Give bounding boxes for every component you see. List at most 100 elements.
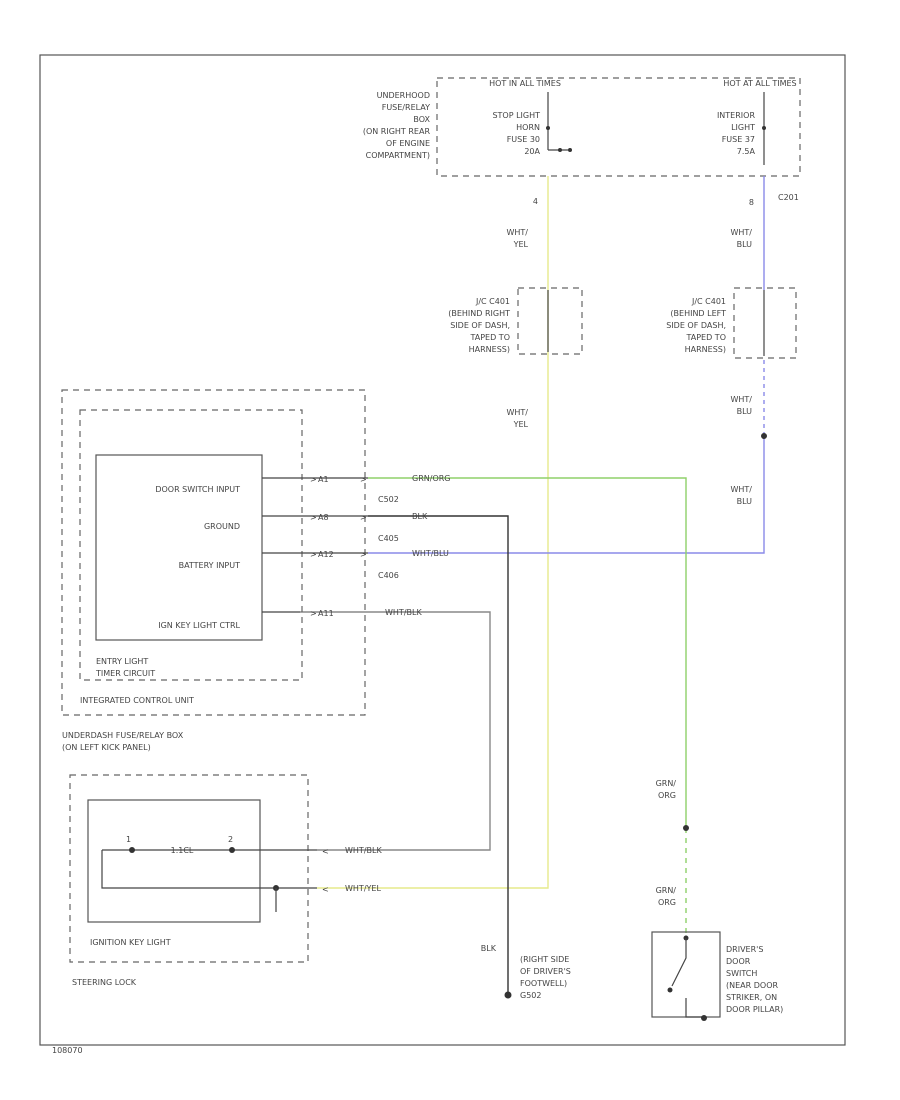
- door-switch-ground-lead: [685, 998, 706, 1018]
- pin-8: 8: [749, 198, 754, 207]
- fuse-right-line-1: INTERIOR: [717, 111, 756, 120]
- ground-label-4: G502: [520, 991, 541, 1000]
- pin-c406-mark: >: [360, 550, 367, 559]
- door-switch-ground: [701, 1015, 707, 1021]
- drivers-door-switch: DRIVER'S DOOR SWITCH (NEAR DOOR STRIKER,…: [651, 931, 783, 1021]
- jc-left-line-2: (BEHIND LEFT: [670, 309, 726, 318]
- wire-label-wht-yel-1b: YEL: [513, 240, 529, 249]
- integrated-control-unit: DOOR SWITCH INPUT GROUND BATTERY INPUT I…: [61, 389, 451, 752]
- connector-c502: C502: [378, 495, 399, 504]
- pin-a11-mark: >: [310, 609, 317, 618]
- footer-code: 108070: [52, 1046, 83, 1055]
- splice-grn-org: [683, 825, 689, 831]
- connector-c201: C201: [778, 193, 799, 202]
- pin-a12: A12: [318, 550, 334, 559]
- wire-label-wht-yel-2b: YEL: [513, 420, 529, 429]
- ground-label-3: FOOTWELL): [520, 979, 567, 988]
- wire-label-grn-org-1b: ORG: [658, 791, 676, 800]
- jc-right-side: J/C C401 (BEHIND RIGHT SIDE OF DASH, TAP…: [448, 287, 583, 355]
- door-switch-label-4: (NEAR DOOR: [726, 981, 778, 990]
- icu-unit-label: INTEGRATED CONTROL UNIT: [80, 696, 194, 705]
- underhood-fuse-box-border: [436, 77, 801, 177]
- wire-label-wht-blu-3b: BLU: [737, 497, 753, 506]
- wire-wht-blk: [300, 611, 491, 851]
- ignition-key-light-label: IGNITION KEY LIGHT: [90, 938, 171, 947]
- jc-right-line-1: J/C C401: [475, 297, 510, 306]
- fuse-box-label-6: COMPARTMENT): [366, 151, 430, 160]
- wire-label-wht-blu-2b: BLU: [737, 407, 753, 416]
- fuse-30-node-3: [568, 148, 572, 152]
- jc-left-line-5: HARNESS): [685, 345, 726, 354]
- pin-a1: A1: [318, 475, 329, 484]
- underdash-box-label-1: UNDERDASH FUSE/RELAY BOX: [62, 731, 184, 740]
- jc-left-side: J/C C401 (BEHIND LEFT SIDE OF DASH, TAPE…: [666, 287, 797, 359]
- door-switch-contact: [667, 987, 673, 993]
- jc-right-line-3: SIDE OF DASH,: [450, 321, 510, 330]
- icu-wire-grn-org: GRN/ORG: [412, 474, 451, 483]
- wire-label-wht-yel-1a: WHT/: [506, 228, 528, 237]
- icu-input-ground: GROUND: [204, 522, 240, 531]
- ignition-internal-wiring: [101, 849, 317, 889]
- jc-right-line-2: (BEHIND RIGHT: [448, 309, 510, 318]
- fuse-box-label-4: (ON RIGHT REAR: [363, 127, 431, 136]
- entry-light-label-2: TIMER CIRCUIT: [95, 669, 155, 678]
- icu-wire-wht-blk: WHT/BLK: [385, 608, 422, 617]
- fuse-30-node-2: [558, 148, 562, 152]
- connector-c405: C405: [378, 534, 399, 543]
- ground-point: [504, 991, 512, 999]
- fuse-right-line-4: 7.5A: [737, 147, 756, 156]
- splice-wht-blu: [761, 433, 767, 439]
- ground-g502: (RIGHT SIDE OF DRIVER'S FOOTWELL) G502: [504, 955, 571, 1000]
- wire-wht-yel: [317, 176, 549, 889]
- icu-wire-blk: BLK: [412, 512, 428, 521]
- fuse-box-label-5: OF ENGINE: [386, 139, 430, 148]
- wire-grn-org: [368, 477, 687, 828]
- wire-blk: [368, 515, 509, 995]
- fuse-left-line-2: HORN: [516, 123, 540, 132]
- entry-light-timer-box: [95, 454, 263, 641]
- pin-a8: A8: [318, 513, 329, 522]
- wire-label-grn-org-2b: ORG: [658, 898, 676, 907]
- jc-left-line-1: J/C C401: [691, 297, 726, 306]
- door-switch-blade: [671, 938, 687, 987]
- fuse-box-label-2: FUSE/RELAY: [382, 103, 430, 112]
- fuse-right-line-2: LIGHT: [731, 123, 755, 132]
- fuse-37-node: [762, 126, 766, 130]
- icu-input-door-switch: DOOR SWITCH INPUT: [155, 485, 240, 494]
- wire-label-wht-blu-3a: WHT/: [730, 485, 752, 494]
- underdash-box-label-2: (ON LEFT KICK PANEL): [62, 743, 151, 752]
- icu-inner-border: [79, 409, 303, 681]
- connector-c406: C406: [378, 571, 399, 580]
- ignition-wire-2: WHT/YEL: [345, 884, 381, 893]
- entry-light-label-1: ENTRY LIGHT: [96, 657, 148, 666]
- hot-label-left: HOT IN ALL TIMES: [489, 79, 561, 88]
- ignition-wire-1: WHT/BLK: [345, 846, 382, 855]
- ignition-key-light-box: [87, 799, 261, 923]
- wire-label-grn-org-1a: GRN/: [656, 779, 677, 788]
- ignition-pin-mark-2: <: [322, 885, 329, 894]
- wire-label-wht-yel-2a: WHT/: [506, 408, 528, 417]
- wire-label-wht-blu-1a: WHT/: [730, 228, 752, 237]
- led-terminal-1: [129, 847, 135, 853]
- door-switch-label-6: DOOR PILLAR): [726, 1005, 783, 1014]
- fuse-30-node: [546, 126, 550, 130]
- fuse-left-line-1: STOP LIGHT: [492, 111, 540, 120]
- pin-a1-mark: >: [310, 475, 317, 484]
- wire-label-grn-org-2a: GRN/: [656, 886, 677, 895]
- steering-lock-label: STEERING LOCK: [72, 978, 137, 987]
- wire-wht-blu-lower: [368, 435, 765, 554]
- fuse-right-line-3: FUSE 37: [722, 135, 755, 144]
- icu-input-battery: BATTERY INPUT: [179, 561, 241, 570]
- icu-wire-wht-blu: WHT/BLU: [412, 549, 449, 558]
- fuse-box-label-3: BOX: [413, 115, 430, 124]
- ignition-key-light: 1.1CL 1 2 < < WHT/BLK WHT/YEL IGNITION K…: [69, 774, 382, 987]
- pin-c502-mark: >: [360, 475, 367, 484]
- underhood-fuse-box: UNDERHOOD FUSE/RELAY BOX (ON RIGHT REAR …: [363, 77, 801, 207]
- pin-a11: A11: [318, 609, 334, 618]
- fuse-box-label-1: UNDERHOOD: [377, 91, 430, 100]
- jc-right-border: [517, 287, 583, 355]
- wire-label-wht-blu-2a: WHT/: [730, 395, 752, 404]
- jc-left-line-4: TAPED TO: [685, 333, 726, 342]
- jc-right-line-5: HARNESS): [469, 345, 510, 354]
